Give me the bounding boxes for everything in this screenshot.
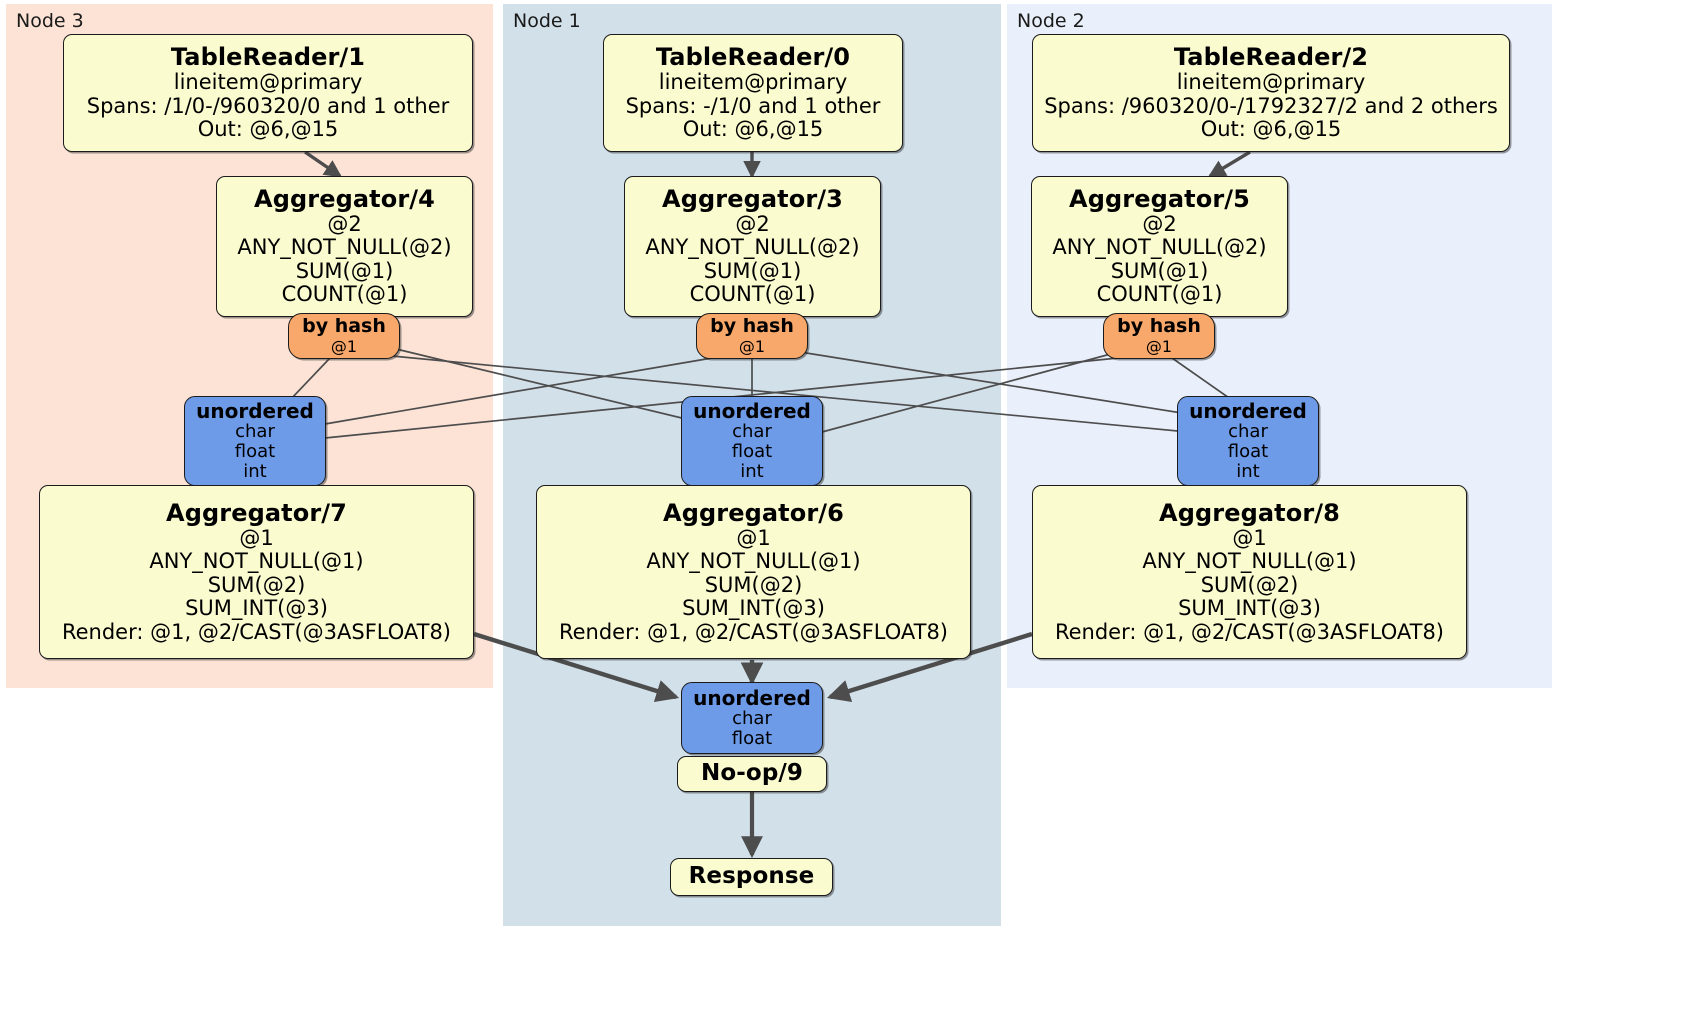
sync-input-aggregator-7[interactable]: unordered char float int [184,396,326,486]
processor-aggregator-5[interactable]: Aggregator/5 @2 ANY_NOT_NULL(@2) SUM(@1)… [1031,176,1288,317]
processor-title: No-op/9 [701,760,803,787]
response-title: Response [688,863,815,890]
processor-agg-func: SUM(@1) [1110,258,1209,283]
processor-no-op-9[interactable]: No-op/9 [677,756,827,792]
sync-title: unordered [196,398,314,423]
router-columns: @1 [1145,336,1173,356]
sync-type: float [731,441,773,463]
processor-title: Aggregator/7 [166,498,347,527]
node-panel-label: Node 2 [1017,10,1085,32]
processor-title: TableReader/0 [655,43,851,72]
response-node[interactable]: Response [670,858,833,896]
sync-type: char [1228,420,1268,442]
processor-index: lineitem@primary [658,70,848,95]
processor-aggregator-7[interactable]: Aggregator/7 @1 ANY_NOT_NULL(@1) SUM(@2)… [39,485,474,659]
processor-group-cols: @1 [736,525,771,550]
processor-title: Aggregator/3 [662,185,843,214]
processor-out: Out: @6,@15 [197,117,339,142]
router-columns: @1 [330,336,358,356]
processor-group-cols: @1 [1232,525,1267,550]
processor-title: Aggregator/5 [1069,185,1250,214]
sync-input-noop-9[interactable]: unordered char float [681,682,823,754]
sync-type: int [243,461,267,483]
processor-render: Render: @1, @2/CAST(@3ASFLOAT8) [61,619,452,644]
router-columns: @1 [738,336,766,356]
sync-type: int [1236,461,1260,483]
processor-table-reader-2[interactable]: TableReader/2 lineitem@primary Spans: /9… [1032,34,1510,152]
processor-agg-func: SUM(@2) [704,572,803,597]
processor-spans: Spans: /960320/0-/1792327/2 and 2 others [1044,93,1498,118]
sync-input-aggregator-6[interactable]: unordered char float int [681,396,823,486]
processor-aggregator-4[interactable]: Aggregator/4 @2 ANY_NOT_NULL(@2) SUM(@1)… [216,176,473,317]
processor-agg-func: COUNT(@1) [281,282,408,307]
processor-agg-func: SUM(@1) [703,258,802,283]
sync-type: float [234,441,276,463]
processor-agg-func: ANY_NOT_NULL(@1) [646,549,861,574]
processor-agg-func: ANY_NOT_NULL(@2) [1052,235,1267,260]
processor-title: TableReader/1 [170,43,366,72]
hash-router-aggregator-4[interactable]: by hash @1 [288,313,400,359]
sync-input-aggregator-8[interactable]: unordered char float int [1177,396,1319,486]
sync-type: int [740,461,764,483]
sync-title: unordered [1189,398,1307,423]
processor-table-reader-0[interactable]: TableReader/0 lineitem@primary Spans: -/… [603,34,903,152]
processor-aggregator-6[interactable]: Aggregator/6 @1 ANY_NOT_NULL(@1) SUM(@2)… [536,485,971,659]
processor-aggregator-3[interactable]: Aggregator/3 @2 ANY_NOT_NULL(@2) SUM(@1)… [624,176,881,317]
processor-title: Aggregator/8 [1159,498,1340,527]
processor-agg-func: ANY_NOT_NULL(@1) [1142,549,1357,574]
processor-agg-func: SUM(@2) [207,572,306,597]
processor-title: Aggregator/4 [254,185,435,214]
processor-agg-func: SUM_INT(@3) [1178,596,1321,621]
hash-router-aggregator-3[interactable]: by hash @1 [696,313,808,359]
router-title: by hash [710,315,794,338]
sync-type: char [732,708,772,730]
processor-group-cols: @2 [735,211,770,236]
processor-index: lineitem@primary [173,70,363,95]
sync-title: unordered [693,398,811,423]
processor-title: Aggregator/6 [663,498,844,527]
sync-type: char [732,420,772,442]
processor-agg-func: SUM_INT(@3) [682,596,825,621]
processor-agg-func: SUM(@1) [295,258,394,283]
processor-group-cols: @2 [327,211,362,236]
processor-out: Out: @6,@15 [1200,117,1342,142]
processor-agg-func: ANY_NOT_NULL(@2) [237,235,452,260]
hash-router-aggregator-5[interactable]: by hash @1 [1103,313,1215,359]
processor-render: Render: @1, @2/CAST(@3ASFLOAT8) [1054,619,1445,644]
processor-out: Out: @6,@15 [682,117,824,142]
node-panel-label: Node 1 [513,10,581,32]
processor-group-cols: @1 [239,525,274,550]
processor-agg-func: COUNT(@1) [689,282,816,307]
router-title: by hash [1117,315,1201,338]
processor-aggregator-8[interactable]: Aggregator/8 @1 ANY_NOT_NULL(@1) SUM(@2)… [1032,485,1467,659]
processor-agg-func: ANY_NOT_NULL(@1) [149,549,364,574]
sync-type: float [1227,441,1269,463]
processor-title: TableReader/2 [1173,43,1369,72]
router-title: by hash [302,315,386,338]
processor-render: Render: @1, @2/CAST(@3ASFLOAT8) [558,619,949,644]
processor-table-reader-1[interactable]: TableReader/1 lineitem@primary Spans: /1… [63,34,473,152]
processor-agg-func: ANY_NOT_NULL(@2) [645,235,860,260]
processor-spans: Spans: /1/0-/960320/0 and 1 other [86,93,450,118]
processor-agg-func: SUM_INT(@3) [185,596,328,621]
sync-type: char [235,420,275,442]
processor-agg-func: COUNT(@1) [1096,282,1223,307]
processor-spans: Spans: -/1/0 and 1 other [625,93,881,118]
sync-type: float [731,728,773,750]
sync-title: unordered [693,685,811,710]
processor-group-cols: @2 [1142,211,1177,236]
node-panel-label: Node 3 [16,10,84,32]
processor-agg-func: SUM(@2) [1200,572,1299,597]
processor-index: lineitem@primary [1176,70,1366,95]
